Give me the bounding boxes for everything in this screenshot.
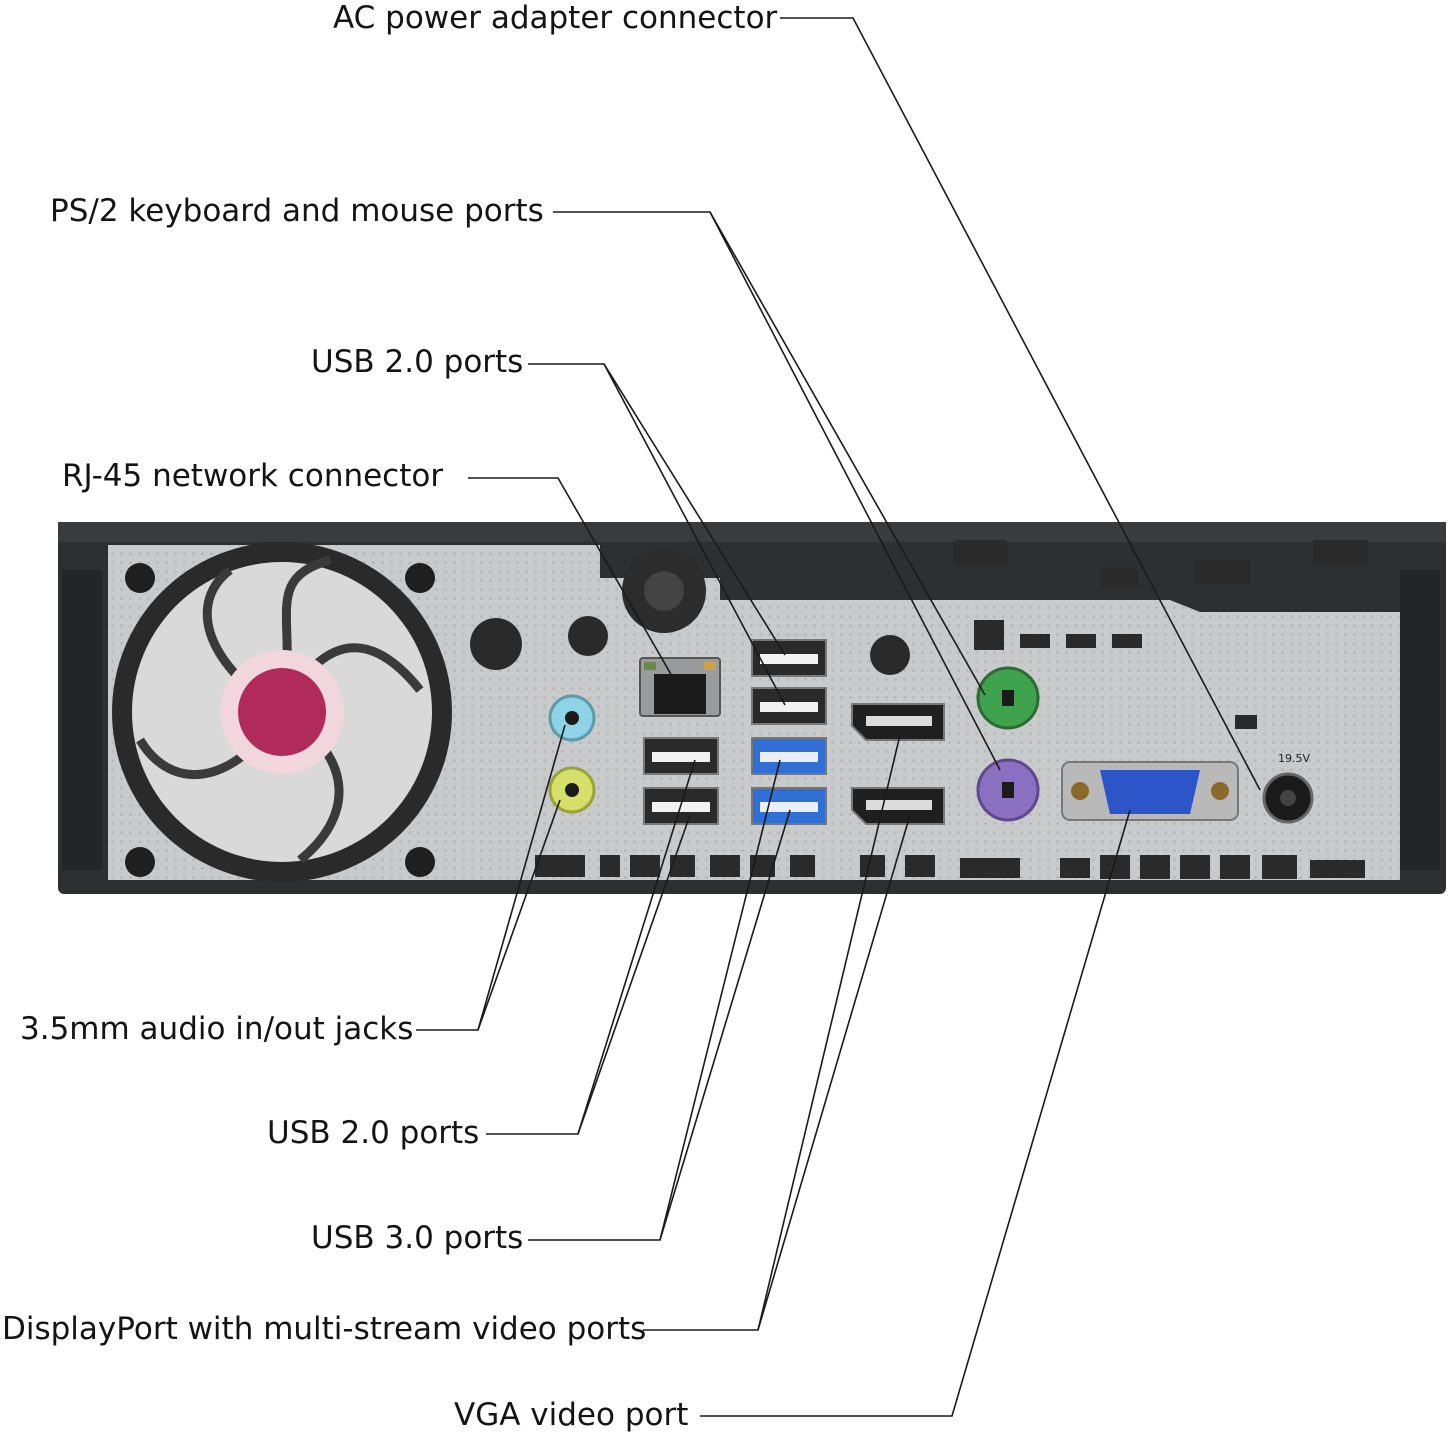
callout-usb3: USB 3.0 ports bbox=[311, 1220, 524, 1256]
callout-rj45: RJ-45 network connector bbox=[62, 458, 444, 494]
callout-vga: VGA video port bbox=[454, 1397, 689, 1433]
callout-ac-power: AC power adapter connector bbox=[333, 0, 778, 36]
usb3-ports bbox=[751, 737, 827, 825]
rj45-port bbox=[639, 657, 721, 717]
thumb-screw bbox=[622, 549, 706, 633]
usb2-ports-upper bbox=[751, 639, 827, 725]
cooling-fan bbox=[112, 542, 452, 882]
callout-audio-jacks: 3.5mm audio in/out jacks bbox=[20, 1011, 414, 1047]
leader-lines bbox=[416, 17, 1261, 1417]
callout-ps2-ports: PS/2 keyboard and mouse ports bbox=[50, 193, 544, 229]
ps2-ports bbox=[976, 666, 1040, 822]
vent-cutouts bbox=[470, 540, 1368, 879]
power-rating-text: 19.5V bbox=[1278, 752, 1310, 765]
vga-port bbox=[1061, 761, 1239, 821]
audio-jacks bbox=[548, 694, 596, 814]
displayport-ports bbox=[851, 703, 945, 825]
callout-usb2-bottom: USB 2.0 ports bbox=[267, 1115, 480, 1151]
power-jack bbox=[1262, 772, 1314, 824]
callout-displayport: DisplayPort with multi-stream video port… bbox=[2, 1311, 647, 1347]
callout-usb2-top: USB 2.0 ports bbox=[311, 344, 524, 380]
